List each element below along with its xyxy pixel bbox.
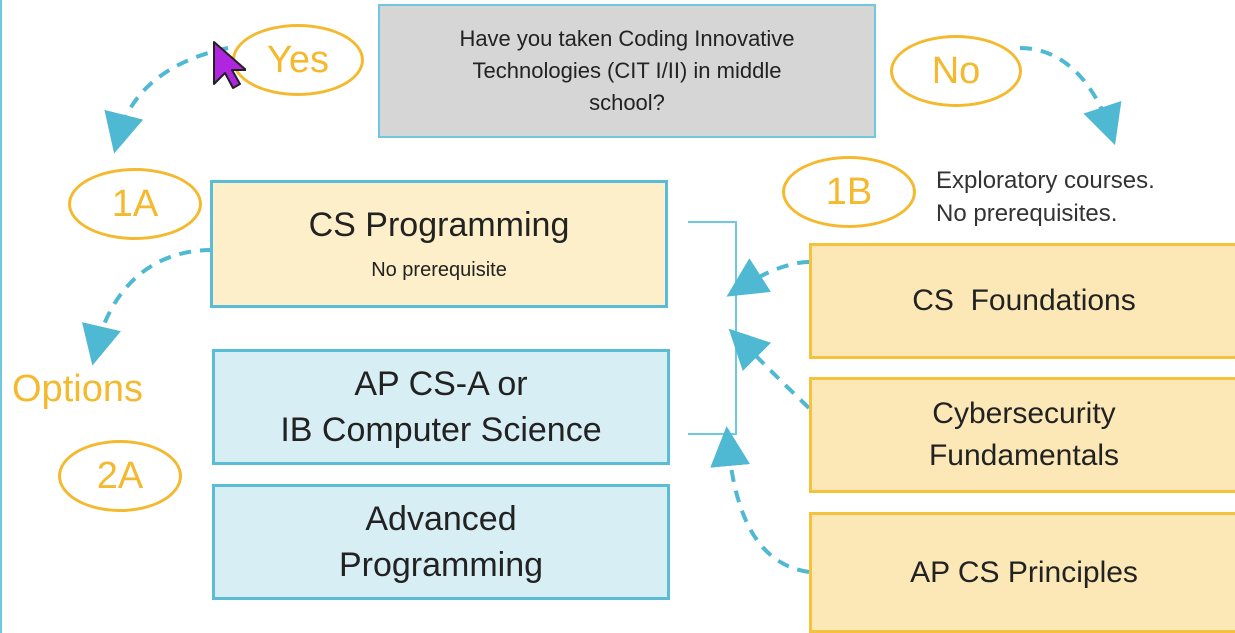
bracket-line — [688, 221, 737, 435]
cs-programming-title: CS Programming — [308, 206, 570, 244]
question-line-2: Technologies (CIT I/II) in middle — [472, 58, 782, 83]
exploratory-note: Exploratory courses. No prerequisites. — [936, 164, 1155, 230]
cs-foundations-box: CS Foundations — [809, 243, 1235, 359]
no-oval: No — [890, 35, 1022, 107]
left-edge-line — [0, 0, 2, 633]
principles-arrow — [710, 426, 810, 574]
exploratory-note-line-1: Exploratory courses. — [936, 167, 1155, 194]
marker-2a: 2A — [58, 440, 182, 512]
advanced-programming-line-1: Advanced — [365, 500, 517, 538]
no-arrow — [1019, 46, 1122, 146]
cybersecurity-line-2: Fundamentals — [928, 439, 1120, 472]
marker-1b: 1B — [782, 156, 916, 228]
marker-2a-label: 2A — [96, 454, 144, 497]
ap-cs-a-line-2: IB Computer Science — [280, 411, 602, 449]
marker-1b-label: 1B — [825, 170, 873, 213]
foundations-arrow — [726, 258, 810, 297]
cybersecurity-box: Cybersecurity Fundamentals — [809, 377, 1235, 493]
ap-cs-a-box: AP CS-A or IB Computer Science — [212, 349, 670, 465]
cyber-arrow — [728, 328, 811, 410]
exploratory-note-line-2: No prerequisites. — [936, 200, 1118, 227]
cs-programming-box: CS Programming No prerequisite — [210, 180, 668, 308]
no-label: No — [931, 49, 981, 92]
question-box: Have you taken Coding Innovative Technol… — [378, 4, 876, 138]
yes-oval: Yes — [232, 24, 364, 96]
cybersecurity-line-1: Cybersecurity — [932, 397, 1116, 430]
mouse-pointer-icon — [213, 41, 246, 89]
options-label: Options — [12, 368, 143, 410]
question-line-1: Have you taken Coding Innovative — [459, 26, 795, 51]
advanced-programming-line-2: Programming — [338, 546, 544, 584]
marker-1a-label: 1A — [111, 182, 159, 225]
ap-cs-principles-box: AP CS Principles — [809, 512, 1235, 633]
cs-programming-note: No prerequisite — [371, 259, 507, 281]
marker-1a: 1A — [68, 168, 202, 240]
ap-cs-a-line-1: AP CS-A or — [354, 365, 528, 403]
yes-label: Yes — [267, 38, 329, 81]
ap-cs-principles-label: AP CS Principles — [910, 555, 1138, 589]
options-arrow — [81, 248, 213, 366]
cs-foundations-label: CS Foundations — [912, 284, 1136, 317]
advanced-programming-box: Advanced Programming — [212, 484, 670, 600]
question-line-3: school? — [589, 90, 665, 115]
